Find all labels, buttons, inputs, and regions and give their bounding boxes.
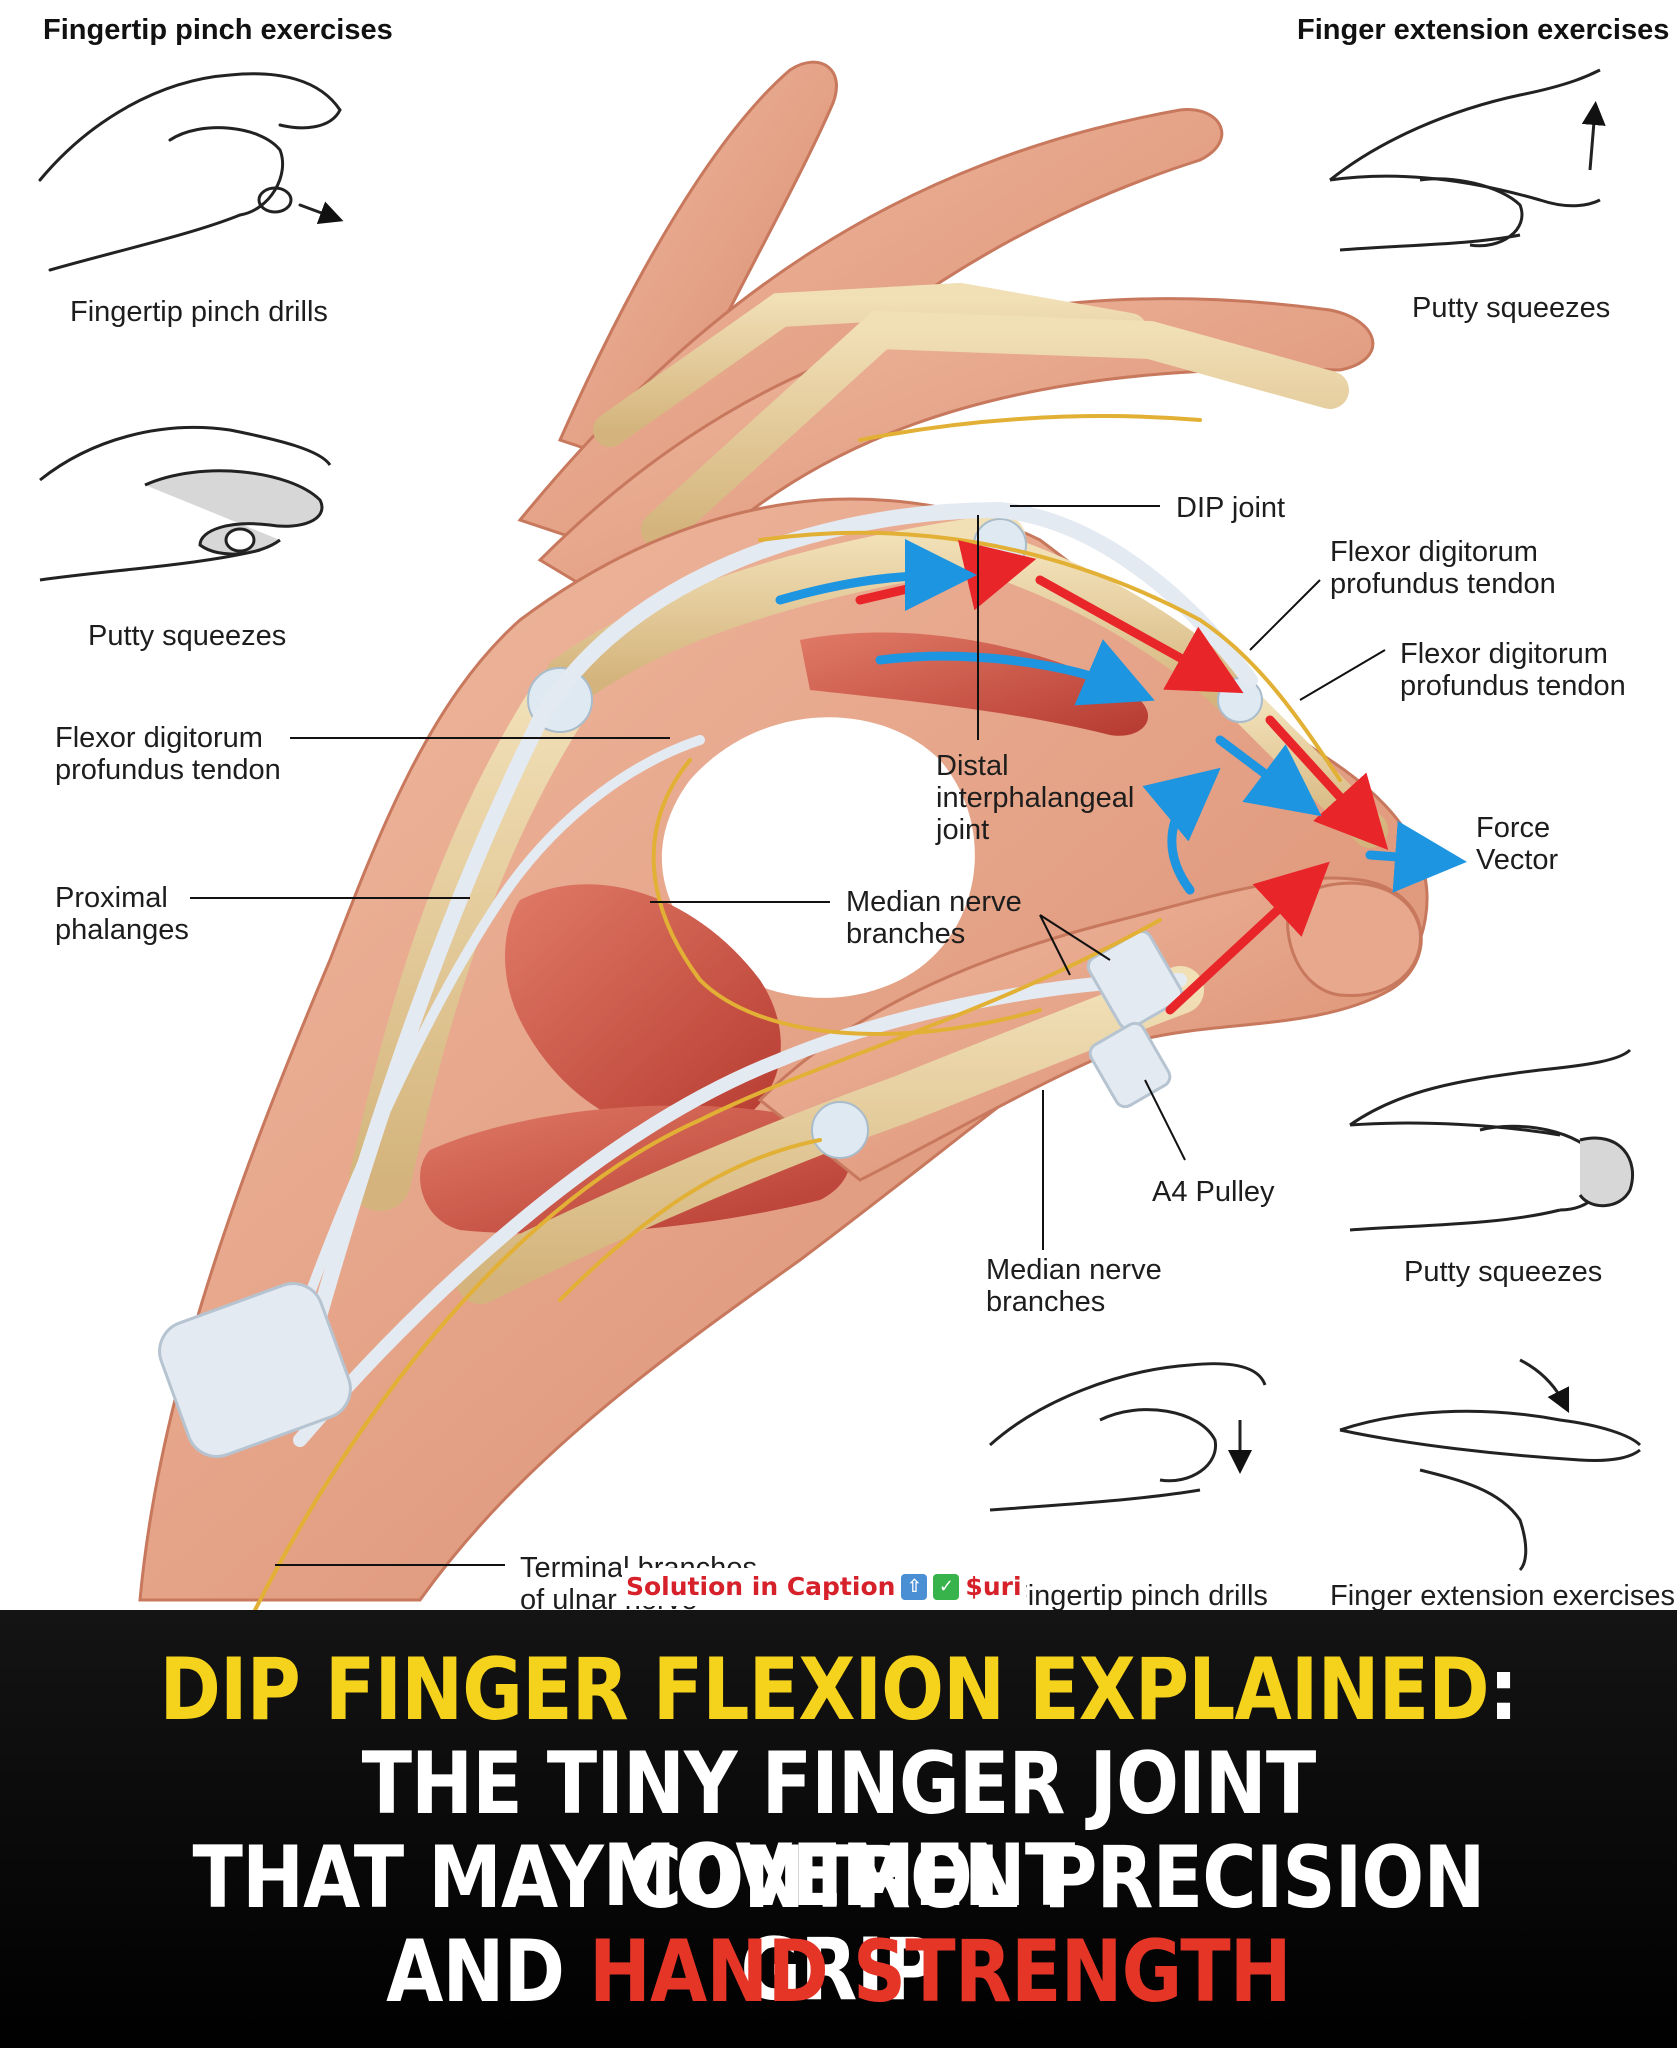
dip-joint-label: DIP joint: [1176, 492, 1286, 524]
red-arrow-flex: [1035, 575, 1244, 694]
sketch-putty-right: [1349, 1048, 1635, 1232]
force-vector-label: Force Vector: [1476, 812, 1559, 876]
red-arrow-thumb: [1165, 861, 1330, 1015]
a4-pulley-label: A4 Pulley: [1152, 1176, 1275, 1208]
headline-colon: :: [1488, 1640, 1519, 1740]
finger-extension-exercises-heading: Finger extension exercises: [1297, 14, 1670, 46]
blue-arrow-lower: [1215, 735, 1322, 817]
fdp-tendon-lower-label: Flexor digitorum profundus tendon: [1400, 638, 1626, 702]
sketch-finger-extension: [1329, 68, 1606, 252]
force-arrows: [775, 539, 1467, 1015]
headline-band: [0, 1610, 1677, 2048]
thumb: [456, 876, 1423, 1304]
median-nerve-branches-lower-label: Median nerve branches: [986, 1254, 1162, 1318]
sketch-extension-bottom: [1339, 1358, 1642, 1572]
headline-line-2: THE TINY FINGER JOINT MOVEMENT: [361, 1734, 1317, 1926]
finger-extension-bottom-label: Finger extension exercises: [1330, 1580, 1675, 1612]
thenar-muscles: [420, 632, 1149, 1234]
putty-squeezes-left-label: Putty squeezes: [88, 620, 287, 652]
palm: [138, 497, 1429, 1602]
proximal-phalanges-label: Proximal phalanges: [55, 882, 189, 946]
fingertip-pinch-drills-bottom-label: Fingertip pinch drills: [1010, 1580, 1268, 1612]
caption-suffix: $uri: [965, 1572, 1022, 1601]
dip-joint-full-label: Distal interphalangeal joint: [936, 750, 1135, 846]
sketch-putty-left: [39, 426, 332, 582]
hand-anatomy-illustration: [38, 60, 1642, 1620]
headline-highlight-yellow: DIP FINGER FLEXION EXPLAINED: [159, 1640, 1489, 1740]
headline-line-1: DIP FINGER FLEXION EXPLAINED:: [117, 1644, 1559, 1736]
fingertip-pinch-drills-label: Fingertip pinch drills: [70, 296, 328, 328]
up-arrow-icon: ⇧: [901, 1574, 928, 1600]
headline-line-3: THAT MAY CONTROL PRECISION GRIP: [192, 1828, 1486, 2020]
blue-arrow-mid: [875, 639, 1155, 706]
caption-strip: Solution in Caption ⇧ ✓ $uri: [622, 1568, 1026, 1606]
headline-and: AND: [386, 1922, 565, 2022]
headline-line-4: AND HAND STRENGTH: [117, 1926, 1559, 2018]
flexor-tendons: [158, 501, 1258, 1458]
nerve-branches: [248, 414, 1342, 1620]
blue-arrow-upper: [775, 539, 977, 612]
blue-arrow-curve: [1142, 767, 1221, 895]
leader-lines: [190, 505, 1386, 1566]
sketch-pinch-drills-bottom: [988, 1362, 1267, 1512]
caption-text: Solution in Caption: [626, 1572, 896, 1601]
check-icon: ✓: [933, 1574, 960, 1600]
headline-highlight-red: HAND STRENGTH: [589, 1922, 1292, 2022]
force-vector-arrow: [1365, 820, 1467, 893]
fdp-tendon-left-label: Flexor digitorum profundus tendon: [55, 722, 281, 786]
putty-squeezes-right-label: Putty squeezes: [1404, 1256, 1603, 1288]
putty-squeezes-top-right-label: Putty squeezes: [1412, 292, 1611, 324]
fingertip-pinch-exercises-heading: Fingertip pinch exercises: [43, 14, 393, 46]
median-nerve-branches-upper-label: Median nerve branches: [846, 886, 1022, 950]
sketch-fingertip-pinch: [38, 72, 344, 272]
fdp-tendon-upper-label: Flexor digitorum profundus tendon: [1330, 536, 1556, 600]
